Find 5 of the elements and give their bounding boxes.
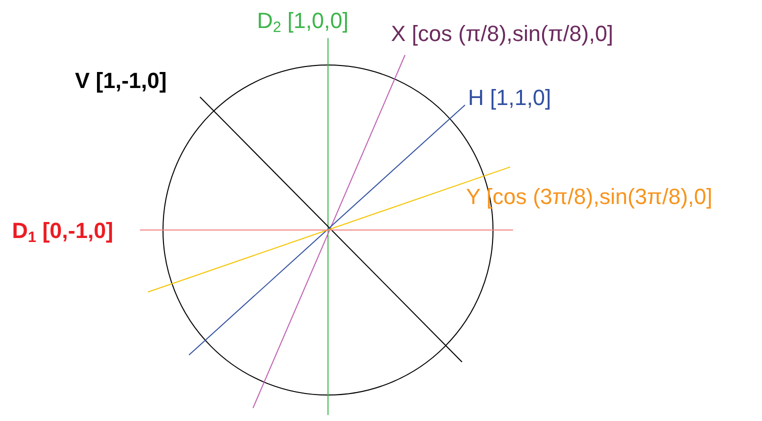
direction-label: V [1,-1,0] [75,68,167,94]
direction-label: H [1,1,0] [468,85,552,111]
direction-label: D$_{2}$ [1,0,0] [257,8,349,34]
direction-label: D$_{1}$ [0,-1,0] [12,218,114,244]
direction-label: X [cos (π/8),sin(π/8),0] [391,21,614,47]
